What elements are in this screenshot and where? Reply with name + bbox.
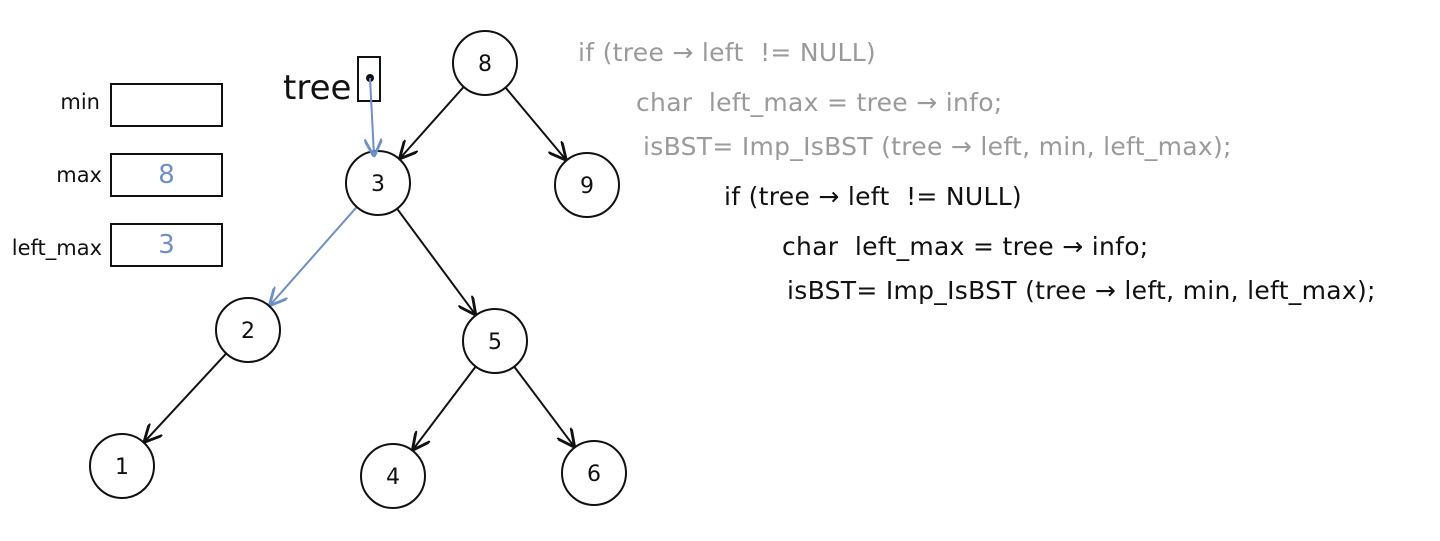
tree-node-value: 6 <box>587 462 601 487</box>
tree-pointer-label: tree <box>283 68 352 108</box>
tree-node-8: 8 <box>452 30 518 96</box>
left-max-box: 3 <box>110 223 223 267</box>
min-label: min <box>60 90 100 114</box>
tree-edge-n3-n2 <box>271 206 358 305</box>
outer-code-line-2: char left_max = tree → info; <box>636 88 1003 117</box>
left-max-label: left_max <box>11 236 102 260</box>
tree-pointer-arrow <box>370 77 374 155</box>
tree-node-value: 4 <box>386 465 400 490</box>
tree-node-value: 2 <box>241 319 255 344</box>
outer-code-line-3: isBST= Imp_IsBST (tree → left, min, left… <box>643 132 1232 161</box>
tree-node-value: 3 <box>371 172 385 197</box>
tree-edge-n3-n5 <box>396 208 475 314</box>
inner-code-line-2: char left_max = tree → info; <box>782 232 1149 261</box>
max-label: max <box>56 163 102 187</box>
tree-node-circle <box>554 152 620 218</box>
tree-edge-n8-n3 <box>401 86 465 158</box>
tree-node-circle <box>452 30 518 96</box>
tree-node-1: 1 <box>89 433 155 499</box>
inner-code-line-3: isBST= Imp_IsBST (tree → left, min, left… <box>787 276 1376 305</box>
tree-node-circle <box>360 443 426 509</box>
tree-node-circle <box>215 297 281 363</box>
tree-node-value: 5 <box>488 330 502 355</box>
tree-edge-n8-n9 <box>504 86 566 159</box>
tree-edge-n2-n1 <box>145 352 227 441</box>
tree-node-value: 8 <box>478 52 492 77</box>
tree-node-3: 3 <box>345 150 411 216</box>
tree-node-value: 9 <box>580 174 594 199</box>
tree-edge-n5-n6 <box>513 366 573 446</box>
tree-node-circle <box>89 433 155 499</box>
tree-node-4: 4 <box>360 443 426 509</box>
tree-node-value: 1 <box>115 455 129 480</box>
min-box <box>110 83 223 127</box>
tree-node-6: 6 <box>561 440 627 506</box>
tree-node-circle <box>561 440 627 506</box>
inner-code-line-1: if (tree → left != NULL) <box>724 182 1022 211</box>
tree-edge-n5-n4 <box>413 365 477 449</box>
tree-node-2: 2 <box>215 297 281 363</box>
tree-pointer-box <box>357 56 381 102</box>
tree-node-9: 9 <box>554 152 620 218</box>
tree-node-circle <box>462 308 528 374</box>
tree-node-5: 5 <box>462 308 528 374</box>
max-box: 8 <box>110 153 223 197</box>
outer-code-line-1: if (tree → left != NULL) <box>578 38 876 67</box>
